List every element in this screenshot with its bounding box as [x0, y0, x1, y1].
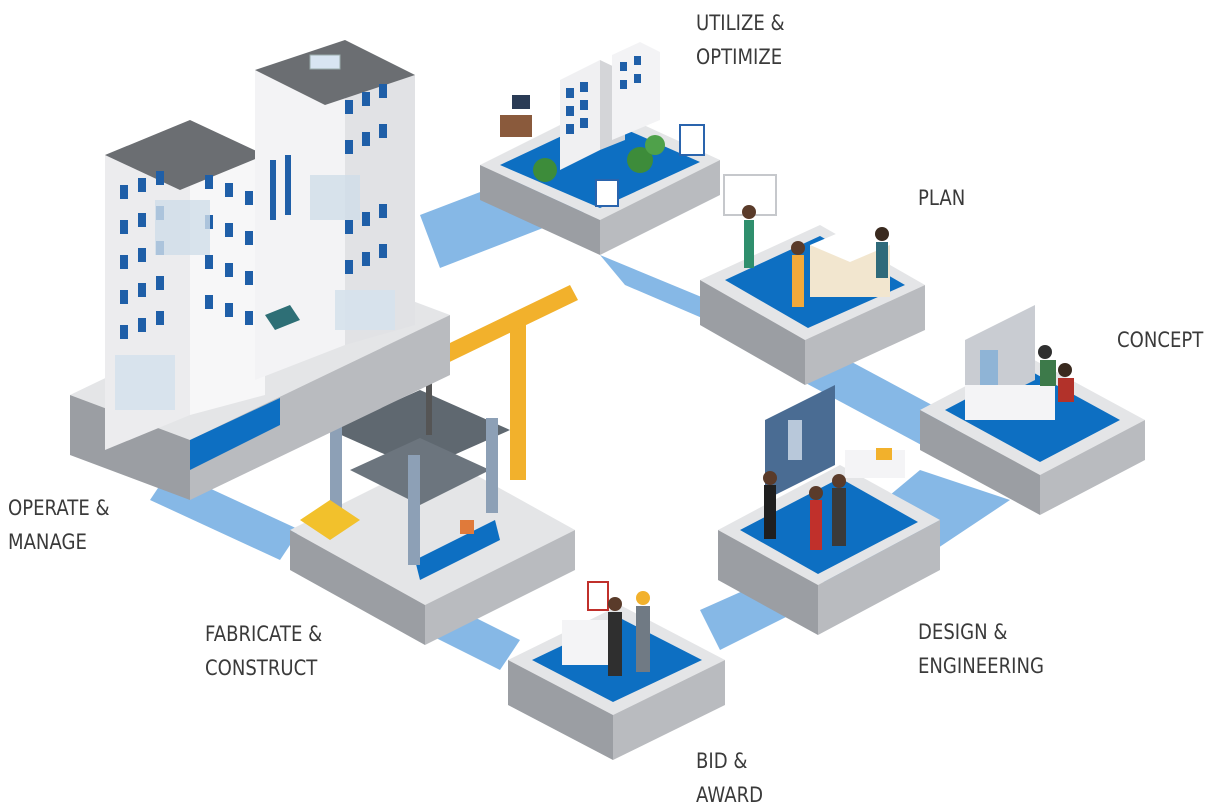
meeting-icon	[723, 174, 890, 307]
platform-operate	[70, 40, 450, 500]
handshake-icon	[562, 581, 650, 676]
label-bid: BID &AWARD	[696, 749, 764, 807]
label-operate: OPERATE &MANAGE	[8, 496, 110, 554]
label-plan: PLAN	[918, 186, 966, 210]
platform-fabricate	[290, 285, 578, 645]
smart-building-icon	[500, 42, 705, 207]
office-tower-icon	[105, 40, 415, 450]
workstation-icon	[965, 305, 1074, 420]
platform-concept	[920, 305, 1145, 515]
platform-plan	[700, 174, 925, 385]
presentation-screen-icon	[763, 385, 905, 550]
platform-design	[718, 385, 940, 635]
platform-utilize	[480, 42, 720, 255]
label-utilize: UTILIZE &OPTIMIZE	[696, 11, 785, 69]
platform-bid	[508, 581, 725, 760]
label-concept: CONCEPT	[1117, 328, 1204, 352]
label-fabricate: FABRICATE &CONSTRUCT	[205, 622, 323, 680]
label-design: DESIGN &ENGINEERING	[918, 620, 1044, 678]
